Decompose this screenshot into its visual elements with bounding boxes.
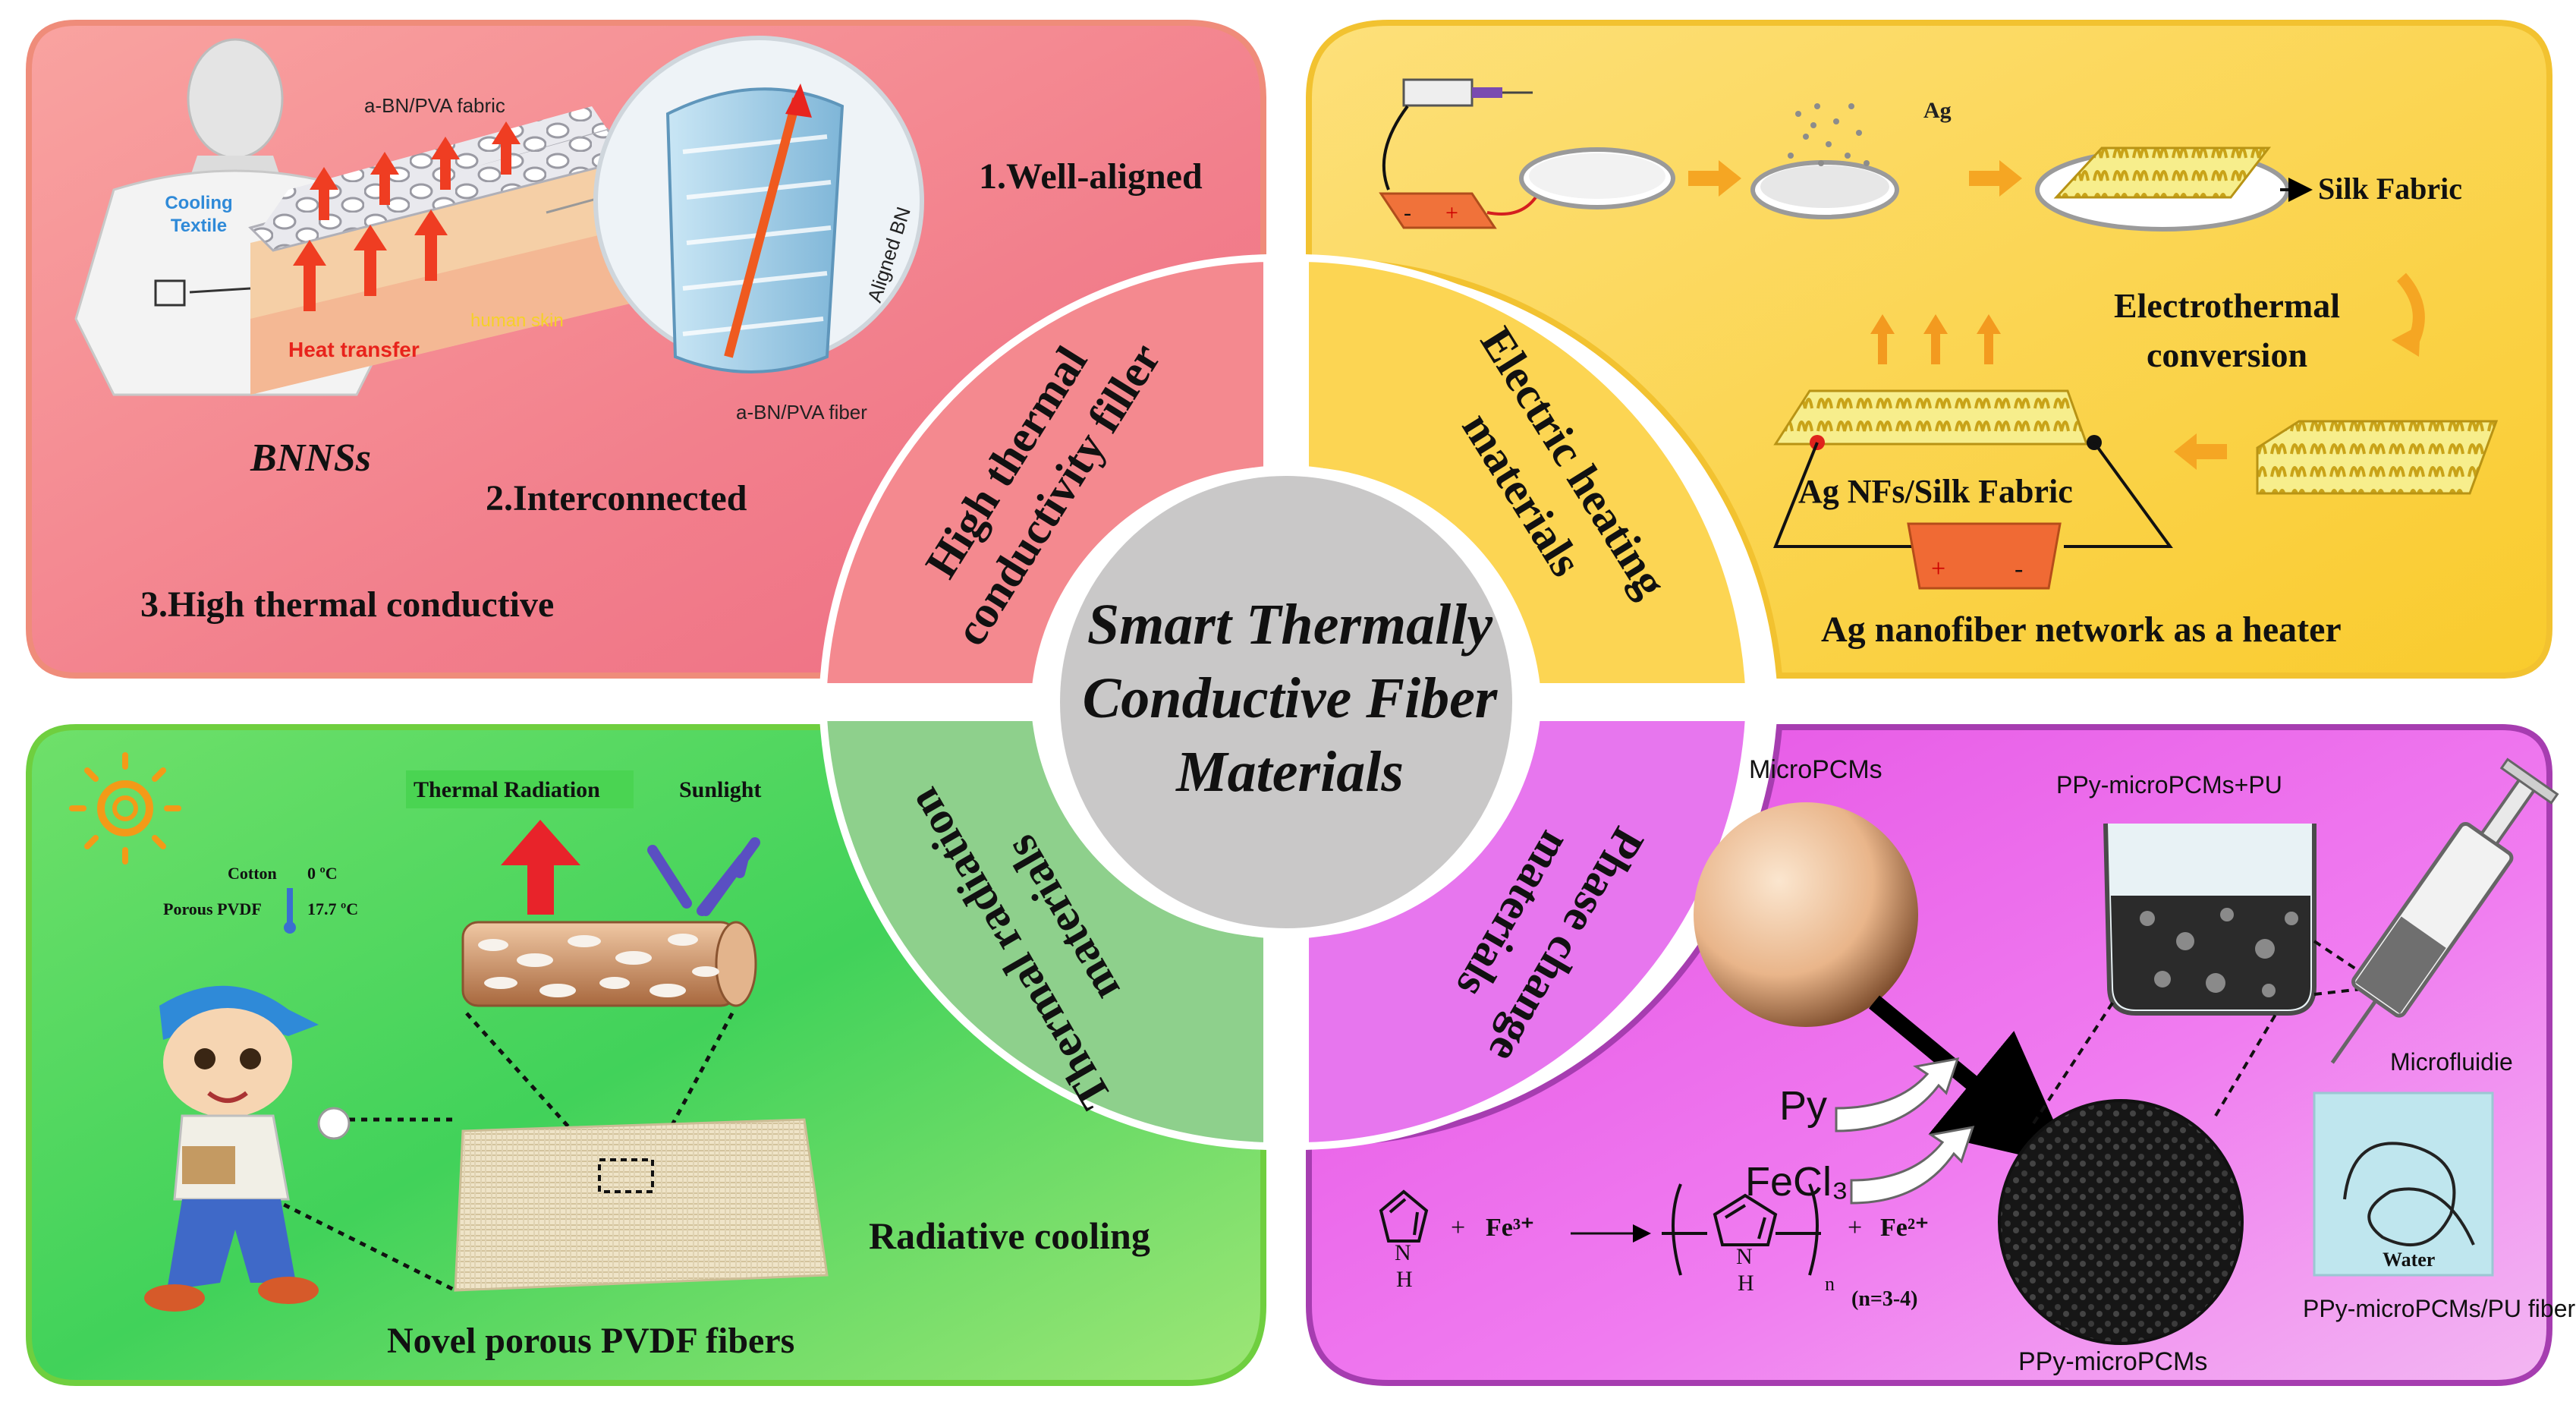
beaker-label: PPy-microPCMs+PU xyxy=(2056,771,2282,798)
radiative-cooling-label: Radiative cooling xyxy=(869,1214,1150,1257)
polymer-h: H xyxy=(1738,1271,1754,1296)
syringe xyxy=(2330,758,2559,1064)
n-range-label: (n=3-4) xyxy=(1851,1287,1918,1311)
arrow-step-2 xyxy=(1969,160,2022,197)
sunlight-label: Sunlight xyxy=(679,777,761,802)
fecl3-label: FeCl₃ xyxy=(1745,1159,1848,1205)
arrow-step-3 xyxy=(2174,433,2227,470)
micropcm-sphere xyxy=(1694,802,1918,1027)
reaction-scheme: N H + Fe³⁺ N H n + Fe²⁺ (n=3-4) xyxy=(1379,1183,1929,1311)
polymer-n: N xyxy=(1736,1244,1753,1269)
repeat-n: n xyxy=(1825,1273,1835,1295)
plus-2: + xyxy=(1848,1214,1862,1242)
skin-label: human skin xyxy=(470,310,564,331)
shirt-label-1: Cooling xyxy=(165,193,232,213)
ag-nf-fabric-small xyxy=(2256,420,2499,495)
shirt-label-2: Textile xyxy=(171,216,227,236)
radiation-arrow xyxy=(501,820,580,915)
temperature-comparison: Cotton 0 ºC Porous PVDF 17.7 ºC xyxy=(163,864,358,934)
water-label: Water xyxy=(2383,1249,2435,1271)
sunlight-arrows xyxy=(647,837,760,916)
py-label: Py xyxy=(1779,1083,1827,1129)
monomer-h: H xyxy=(1396,1267,1413,1292)
electrospinning-setup: - + xyxy=(1379,78,1675,229)
conversion-label-1: Electrothermal xyxy=(2114,286,2340,325)
shirt-marker xyxy=(154,279,186,307)
pvdf-temp: 17.7 ºC xyxy=(307,899,358,918)
fiber-coil xyxy=(2343,1142,2475,1246)
micropcm-to-product-arrow xyxy=(1868,995,2074,1168)
center-title: Smart Thermally Conductive Fiber Materia… xyxy=(1083,593,1499,804)
svg-text:-: - xyxy=(2015,555,2023,583)
beaker: PPy-microPCMs+PU xyxy=(2056,771,2317,1016)
ag-nf-silk-label: Ag NFs/Silk Fabric xyxy=(1798,473,2073,510)
fe2-label: Fe²⁺ xyxy=(1880,1214,1929,1242)
ring-segment-thermal-radiation xyxy=(819,713,1271,1151)
pvdf-caption: Novel porous PVDF fibers xyxy=(387,1321,794,1361)
fiber-label: a-BN/PVA fiber xyxy=(736,401,867,424)
radiation-labels: Thermal Radiation Sunlight xyxy=(406,770,761,808)
center-title-line-1: Smart Thermally xyxy=(1087,593,1492,657)
silk-fabric-label: Silk Fabric xyxy=(2318,172,2462,206)
callout-line-2 xyxy=(189,287,251,294)
fabric-zoom-box xyxy=(598,1158,654,1193)
fecl3-arrow xyxy=(1850,1126,1975,1205)
center-title-line-2: Conductive Fiber xyxy=(1083,666,1499,730)
heater-caption: Ag nanofiber network as a heater xyxy=(1821,610,2342,650)
fabric-label: a-BN/PVA fabric xyxy=(364,94,505,117)
cotton-temp: 0 ºC xyxy=(307,864,338,883)
pu-fiber-label: PPy-microPCMs/PU fiber xyxy=(2303,1295,2576,1322)
pyrrole-monomer xyxy=(1379,1189,1429,1243)
svg-text:+: + xyxy=(1445,200,1458,225)
ring-segment-thermal-conductivity xyxy=(819,254,1271,691)
thermal-radiation-label: Thermal Radiation xyxy=(414,777,600,802)
point-interconnected: 2.Interconnected xyxy=(486,478,747,518)
ag-label: Ag xyxy=(1923,98,1952,123)
center-hub xyxy=(1049,465,1523,939)
pvdf-fabric xyxy=(454,1118,829,1292)
fabric-illustration: a-BN/PVA fabric Heat transfer human skin xyxy=(189,94,632,395)
zoom-line-left xyxy=(465,1012,601,1163)
bracket-left xyxy=(1672,1183,1682,1276)
silk-fabric-dish: Silk Fabric xyxy=(2035,146,2462,232)
center-title-line-3: Materials xyxy=(1175,740,1404,804)
aligned-arrow xyxy=(724,97,801,358)
ag-deposition: Ag xyxy=(1750,98,1952,219)
thermometer-icon xyxy=(287,888,293,924)
ppy-product-sphere xyxy=(1998,1099,2244,1345)
heater-circuit: + - Ag NFs/Silk Fabric xyxy=(1773,314,2173,590)
point-high-thermal: 3.High thermal conductive xyxy=(140,584,554,625)
zoom-line-right xyxy=(650,1012,734,1163)
arrow-step-1 xyxy=(1688,160,1741,197)
ring-segment-electric-heating xyxy=(1301,254,1754,691)
cotton-label: Cotton xyxy=(228,864,277,883)
ppy-product-label: PPy-microPCMs xyxy=(2018,1347,2207,1376)
sun-icon xyxy=(69,752,181,865)
pyrrole-polymer xyxy=(1662,1193,1821,1246)
cartoon-boy xyxy=(144,985,351,1312)
micropcm-label: MicroPCMs xyxy=(1749,755,1882,784)
water-bath xyxy=(2313,1091,2494,1277)
conversion-label-2: conversion xyxy=(2147,335,2307,374)
microfluidic-label: Microfluidie xyxy=(2390,1048,2513,1076)
fe3-label: Fe³⁺ xyxy=(1486,1214,1534,1242)
bracket-right xyxy=(1808,1183,1819,1276)
material-bnnss: BNNSs xyxy=(250,436,371,480)
py-arrow xyxy=(1835,1057,1960,1132)
point-well-aligned: 1.Well-aligned xyxy=(979,156,1203,197)
svg-text:+: + xyxy=(1931,555,1945,583)
fiber-zoom-circle: Aligned BN a-BN/PVA fiber xyxy=(593,36,924,424)
boy-link-2 xyxy=(272,1197,457,1293)
pvdf-label: Porous PVDF xyxy=(163,899,262,918)
heat-transfer-label: Heat transfer xyxy=(288,338,420,361)
monomer-n: N xyxy=(1395,1240,1411,1265)
porous-fiber-rod xyxy=(461,921,757,1007)
plus-1: + xyxy=(1451,1214,1465,1242)
svg-text:-: - xyxy=(1404,200,1411,225)
